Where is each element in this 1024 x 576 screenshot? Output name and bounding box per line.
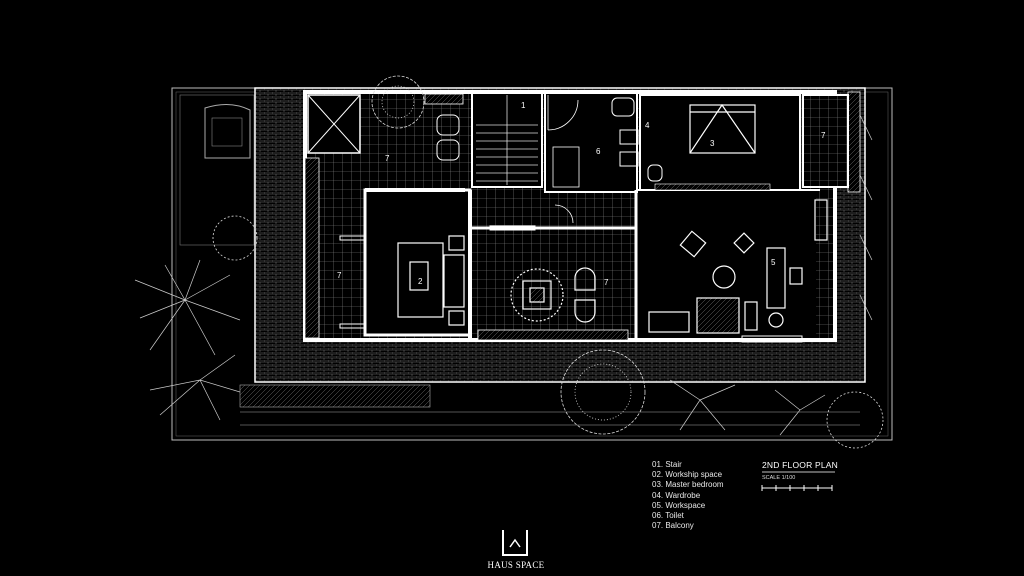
- legend-item: 04. Wardrobe: [652, 490, 701, 500]
- room-label-balcony-3: 7: [604, 278, 609, 287]
- legend-item: 06. Toilet: [652, 511, 684, 521]
- legend-item: 02. Workship space: [652, 470, 723, 480]
- stair-treads: [476, 95, 538, 185]
- room-label-workspace: 5: [771, 258, 776, 267]
- palm-plant-icon: [134, 114, 873, 436]
- tea-table-icon: [510, 267, 596, 323]
- room-label-workship: 2: [418, 277, 423, 286]
- room-label-wardrobe: 4: [645, 121, 650, 130]
- room-label-stair: 1: [521, 101, 526, 110]
- legend-item: 03. Master bedroom: [652, 480, 724, 490]
- bed-icon: [689, 103, 756, 154]
- washbasin-icon: [436, 97, 663, 182]
- legend-item: 05. Workspace: [652, 500, 706, 510]
- living-furniture: [648, 199, 828, 334]
- plan-title: 2ND FLOOR PLAN: [762, 460, 839, 470]
- car-icon: [179, 94, 255, 246]
- room-master: [639, 94, 801, 191]
- legend: 01. Stair 02. Workship space 03. Master …: [652, 460, 724, 531]
- haus-space-logo: [502, 530, 528, 556]
- legend-item: 07. Balcony: [652, 521, 694, 531]
- balcony-right: [802, 94, 849, 188]
- altar-table-icon: [397, 235, 465, 326]
- legend-item: 01. Stair: [652, 460, 682, 469]
- room-toilet: [544, 91, 638, 193]
- room-label-toilet: 6: [596, 147, 601, 156]
- skylight-icon: [307, 94, 361, 154]
- room-label-balcony-1: 7: [385, 154, 390, 163]
- scale-bar: [761, 485, 833, 491]
- tree-icon: [212, 75, 884, 449]
- room-label-balcony-4: 7: [821, 131, 826, 140]
- room-label-balcony-2: 7: [337, 271, 342, 280]
- scale-label: SCALE 1/100: [762, 475, 796, 481]
- room-label-master: 3: [710, 139, 715, 148]
- logo-text: HAUS SPACE: [487, 560, 545, 570]
